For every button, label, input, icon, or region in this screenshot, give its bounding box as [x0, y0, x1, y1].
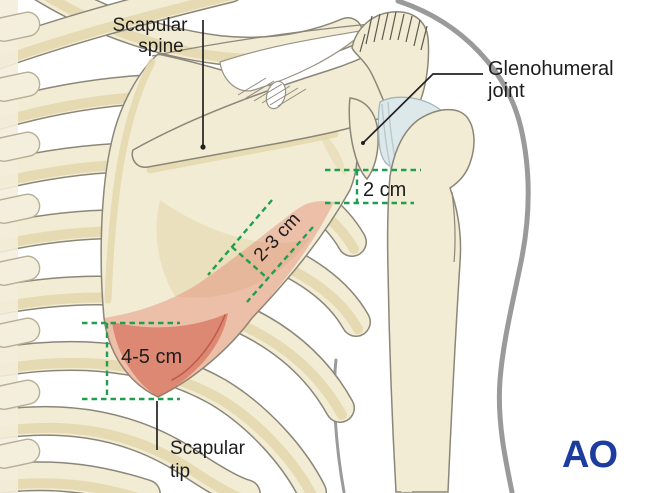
scapular-spine-label-line1: Scapular [113, 15, 189, 36]
measurement-2cm [325, 168, 421, 205]
humerus [386, 108, 475, 493]
scapular-spine-ridge [131, 11, 430, 168]
muscle-hatch-acromion [359, 11, 428, 53]
vertebral-column [0, 0, 41, 493]
rib [0, 476, 148, 493]
glenohumeral-leader [362, 73, 483, 144]
resection-zone-highlight [104, 201, 334, 397]
scapular-tip-label-line1: Scapular [170, 438, 246, 459]
leader-lines [156, 20, 483, 450]
measurement-4-5cm-label: 4-5 cm [121, 346, 182, 368]
muscle-hatch-spine [237, 77, 307, 107]
scapular-tip-highlight [112, 313, 228, 397]
glenohumeral-label-line1: Glenohumeral [488, 58, 614, 80]
measurement-2cm-label: 2 cm [363, 179, 406, 201]
lateral-border-band [104, 201, 334, 397]
measurement-4-5cm [82, 321, 180, 401]
supraspinous-fossa-gap [219, 29, 368, 92]
arm-contour [332, 0, 531, 493]
glenohumeral-label-line2: joint [487, 80, 525, 102]
scapular-tip-label-line2: tip [170, 461, 190, 482]
ao-logo: AO [562, 434, 617, 476]
measurement-2-3cm [207, 199, 314, 303]
scapular-spine-label-line2: spine [138, 36, 183, 57]
glenoid [348, 97, 379, 181]
